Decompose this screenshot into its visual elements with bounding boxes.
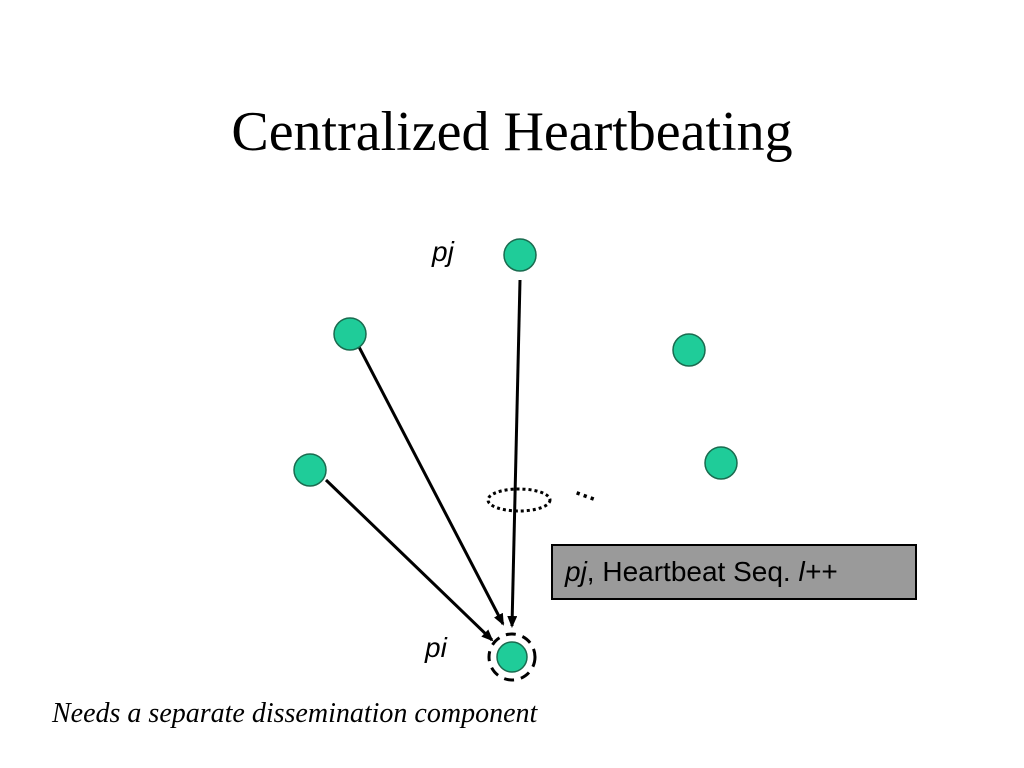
message-process: pj <box>565 556 587 587</box>
node-upper-left <box>333 317 367 351</box>
dotted-ellipse <box>486 487 552 513</box>
arrow-upper-left-to-pi <box>356 344 505 626</box>
node-right-upper <box>672 333 706 367</box>
pi-dashed-ring <box>487 632 537 682</box>
label-pj: pj <box>432 236 454 267</box>
node-pj <box>503 238 537 272</box>
node-right-lower <box>704 446 738 480</box>
message-separator: , <box>586 556 595 587</box>
message-counter: l++ <box>798 556 838 587</box>
arrow-lower-left-to-pi <box>324 478 494 642</box>
arrow-pj-to-pi <box>507 279 522 628</box>
label-pi: pi <box>425 632 447 663</box>
slide-title: Centralized Heartbeating <box>231 101 793 163</box>
node-lower-left <box>293 453 327 487</box>
message-text: Heartbeat Seq. <box>594 556 799 587</box>
heartbeat-message-box: pj, Heartbeat Seq. l++ <box>551 544 917 600</box>
footnote: Needs a separate dissemination component <box>52 698 538 729</box>
node-pi <box>496 641 528 673</box>
